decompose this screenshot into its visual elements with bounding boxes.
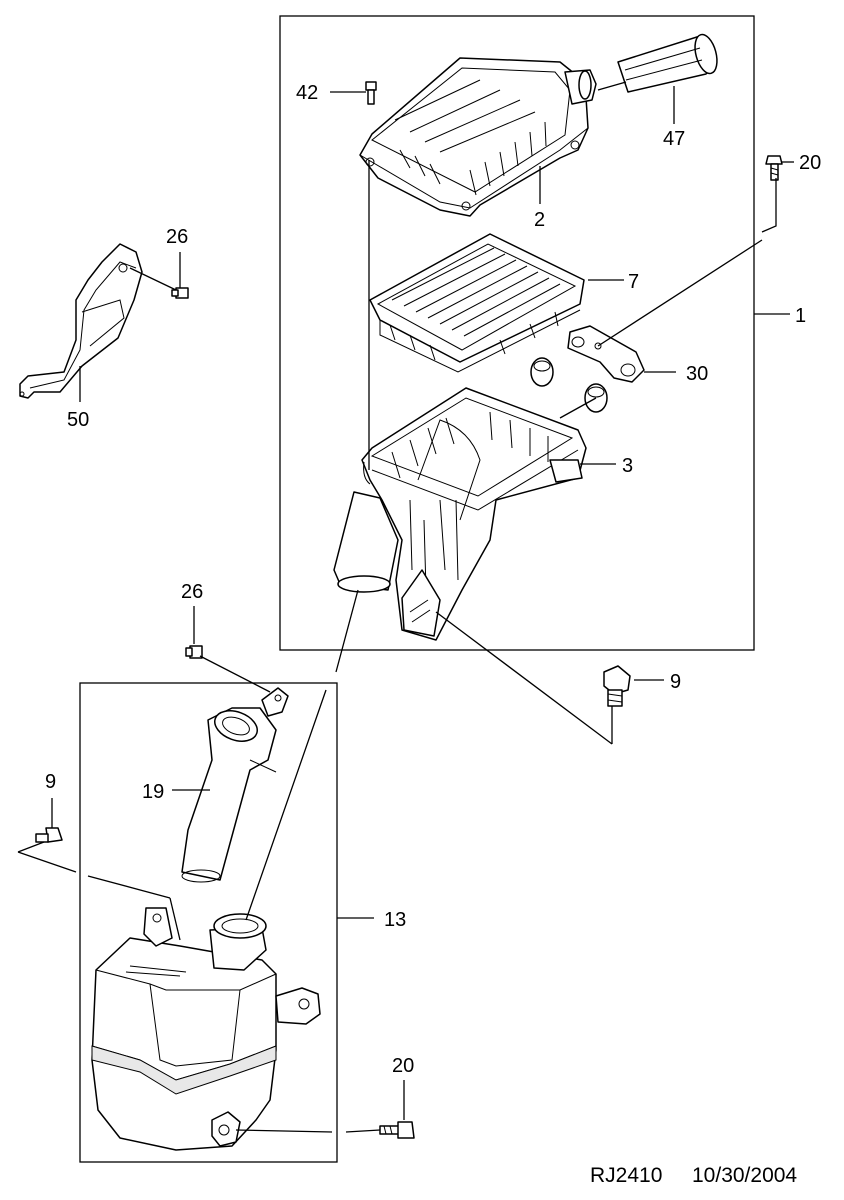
- bolt-part-20-lower[interactable]: [379, 1121, 415, 1139]
- callout-20-upper: 20: [799, 152, 821, 174]
- drawing-code: RJ2410: [590, 1164, 662, 1187]
- screw-part-42[interactable]: [365, 81, 377, 105]
- leader-lines: [17, 81, 794, 1133]
- callout-47: 47: [663, 128, 685, 150]
- callout-2: 2: [534, 209, 545, 231]
- callout-30: 30: [686, 363, 708, 385]
- heat-shield-part-50[interactable]: [19, 243, 143, 399]
- grommet-left[interactable]: [530, 357, 554, 387]
- callout-9-left: 9: [45, 771, 56, 793]
- callout-42: 42: [296, 82, 318, 104]
- bolt-part-9-right[interactable]: [603, 665, 631, 707]
- bolt-part-26-lower[interactable]: [185, 645, 203, 659]
- filter-element-part-7[interactable]: [369, 233, 585, 373]
- intake-tube-part-47[interactable]: [617, 32, 721, 93]
- callout-13: 13: [384, 909, 406, 931]
- callout-7: 7: [628, 271, 639, 293]
- callout-9-right: 9: [670, 671, 681, 693]
- callout-20-lower: 20: [392, 1055, 414, 1077]
- callout-3: 3: [622, 455, 633, 477]
- callout-26-lower: 26: [181, 581, 203, 603]
- bolt-part-26-upper[interactable]: [171, 287, 189, 299]
- air-cleaner-housing-part-3[interactable]: [361, 387, 587, 641]
- bracket-part-30[interactable]: [567, 325, 645, 383]
- resonator-part-13[interactable]: [91, 907, 321, 1151]
- housing-outlet-duct: [333, 491, 399, 593]
- callout-50: 50: [67, 409, 89, 431]
- air-cleaner-cover-part-2[interactable]: [359, 57, 597, 217]
- bolt-part-9-left[interactable]: [35, 827, 63, 843]
- bolt-part-20-upper[interactable]: [765, 155, 783, 181]
- assembly-box-upper: [279, 15, 755, 651]
- callout-26-upper: 26: [166, 226, 188, 248]
- callout-1: 1: [795, 305, 806, 327]
- assembly-box-lower: [79, 682, 338, 1163]
- callout-19: 19: [142, 781, 164, 803]
- resonator-hose-part-19[interactable]: [181, 687, 289, 883]
- drawing-date: 10/30/2004: [692, 1164, 797, 1187]
